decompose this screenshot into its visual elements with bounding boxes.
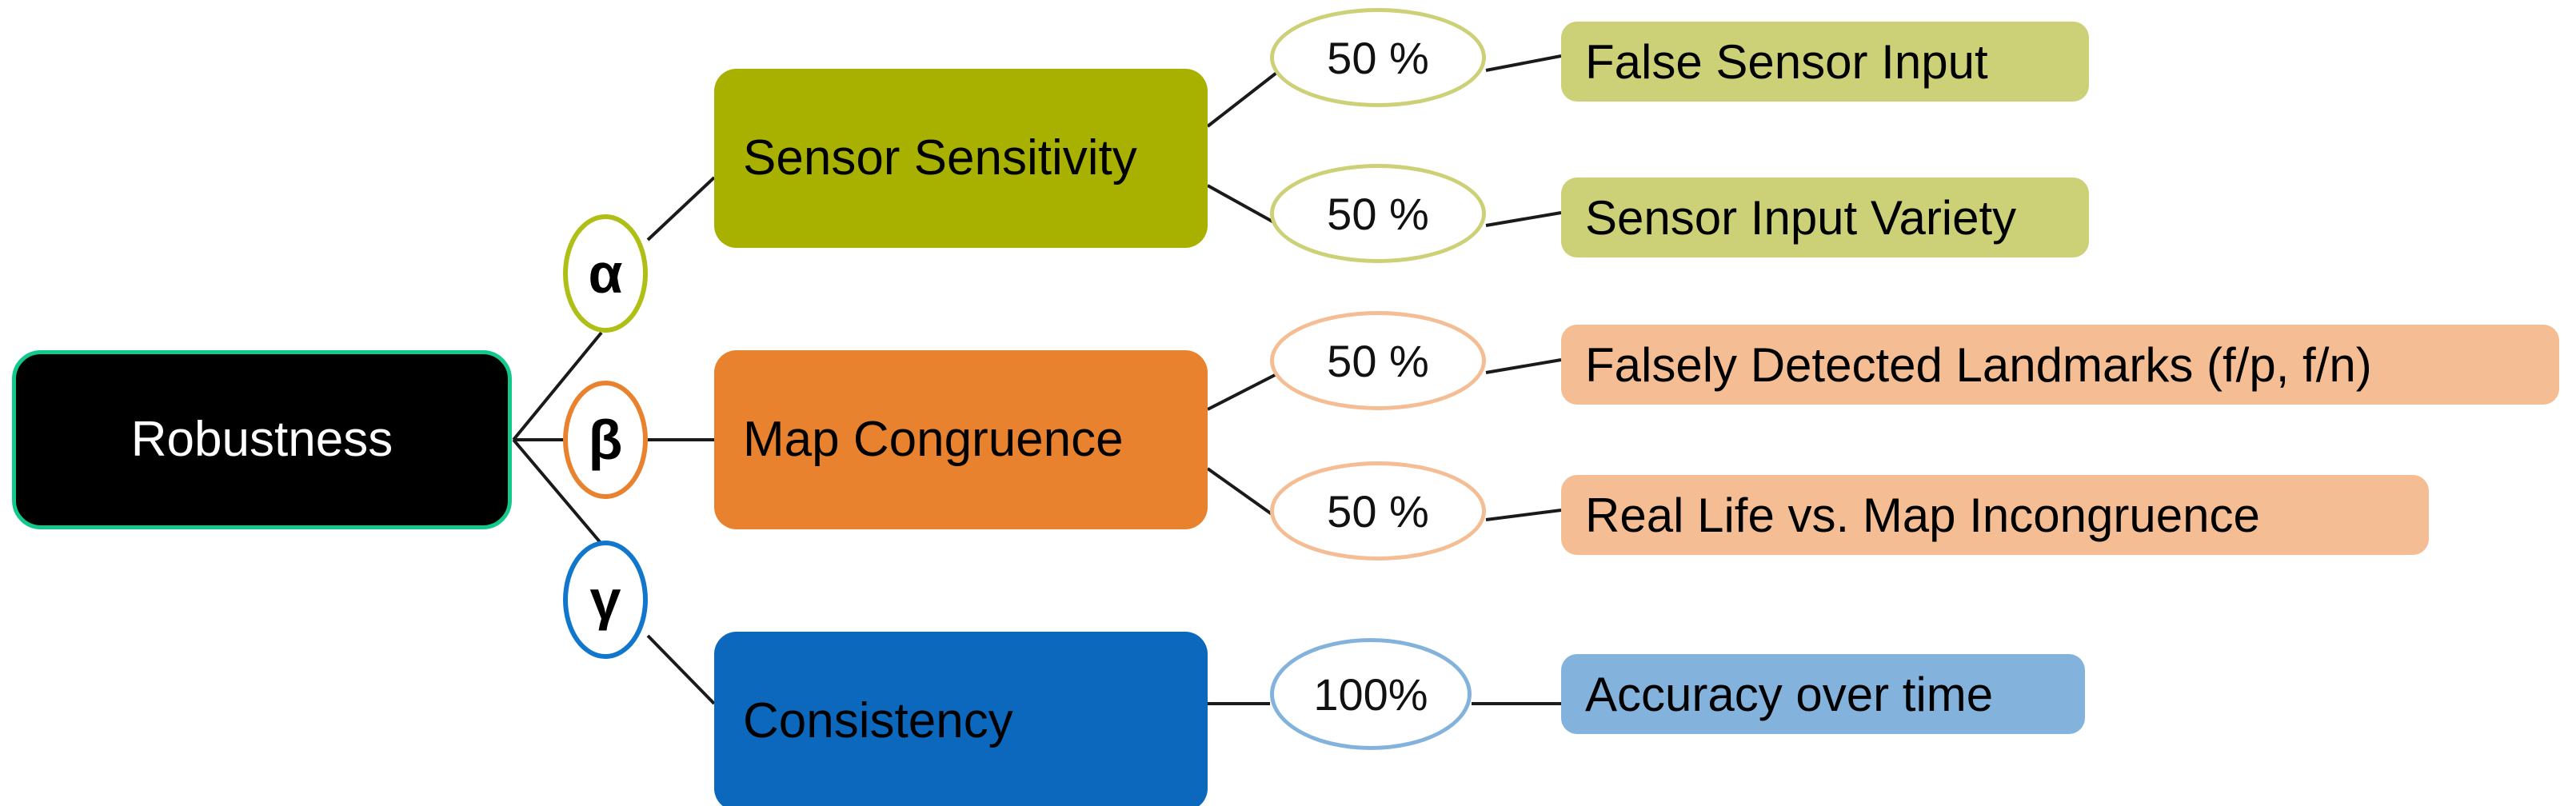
node-map-congruence-label: Map Congruence bbox=[743, 412, 1124, 468]
node-accuracy-over-time[interactable]: Accuracy over time bbox=[1561, 654, 2085, 734]
percentage-badge-1[interactable]: 50 % bbox=[1270, 164, 1486, 263]
percentage-badge-3-value: 50 % bbox=[1327, 485, 1429, 537]
edge-alpha-sensor-sensitivity bbox=[646, 176, 716, 241]
node-consistency[interactable]: Consistency bbox=[714, 632, 1208, 806]
weight-beta[interactable]: β bbox=[563, 381, 648, 499]
node-falsely-detected-landmarks[interactable]: Falsely Detected Landmarks (f/p, f/n) bbox=[1561, 325, 2559, 405]
weight-gamma[interactable]: γ bbox=[563, 541, 648, 659]
weight-alpha[interactable]: α bbox=[563, 214, 648, 333]
edge-pct-2-leaf-2 bbox=[1485, 358, 1562, 374]
edge-pct-3-leaf-3 bbox=[1485, 509, 1562, 521]
edge-map-congruence-pct-2 bbox=[1207, 371, 1280, 411]
weight-alpha-symbol: α bbox=[588, 242, 623, 305]
edge-map-congruence-pct-3 bbox=[1206, 467, 1281, 521]
node-sensor-input-variety[interactable]: Sensor Input Variety bbox=[1561, 178, 2089, 257]
percentage-badge-3[interactable]: 50 % bbox=[1270, 461, 1486, 561]
node-map-congruence[interactable]: Map Congruence bbox=[714, 350, 1208, 529]
node-real-life-vs-map-incongruence[interactable]: Real Life vs. Map Incongruence bbox=[1561, 475, 2429, 555]
percentage-badge-4-value: 100% bbox=[1313, 668, 1428, 720]
percentage-badge-1-value: 50 % bbox=[1327, 188, 1429, 239]
edge-sensor-sensitivity-pct-1 bbox=[1207, 184, 1280, 227]
node-sensor-sensitivity-label: Sensor Sensitivity bbox=[743, 130, 1137, 186]
percentage-badge-0-value: 50 % bbox=[1327, 32, 1429, 83]
node-false-sensor-input[interactable]: False Sensor Input bbox=[1561, 22, 2089, 102]
node-robustness-label: Robustness bbox=[130, 412, 393, 468]
edge-pct-1-leaf-1 bbox=[1485, 211, 1562, 227]
node-consistency-label: Consistency bbox=[743, 693, 1013, 749]
weight-beta-symbol: β bbox=[588, 409, 623, 471]
percentage-badge-2[interactable]: 50 % bbox=[1270, 311, 1486, 410]
weight-gamma-symbol: γ bbox=[589, 569, 621, 631]
node-robustness[interactable]: Robustness bbox=[12, 350, 512, 529]
node-false-sensor-input-label: False Sensor Input bbox=[1585, 34, 1988, 89]
node-falsely-detected-landmarks-label: Falsely Detected Landmarks (f/p, f/n) bbox=[1585, 337, 2372, 392]
edge-gamma-consistency bbox=[646, 634, 716, 705]
percentage-badge-0[interactable]: 50 % bbox=[1270, 8, 1486, 107]
percentage-badge-2-value: 50 % bbox=[1327, 335, 1429, 386]
percentage-badge-4[interactable]: 100% bbox=[1270, 638, 1472, 750]
node-real-life-vs-map-incongruence-label: Real Life vs. Map Incongruence bbox=[1585, 488, 2260, 542]
node-accuracy-over-time-label: Accuracy over time bbox=[1585, 667, 1994, 721]
node-sensor-sensitivity[interactable]: Sensor Sensitivity bbox=[714, 69, 1208, 248]
edge-sensor-sensitivity-pct-0 bbox=[1206, 69, 1281, 128]
node-sensor-input-variety-label: Sensor Input Variety bbox=[1585, 190, 2017, 245]
edge-pct-0-leaf-0 bbox=[1485, 54, 1562, 72]
